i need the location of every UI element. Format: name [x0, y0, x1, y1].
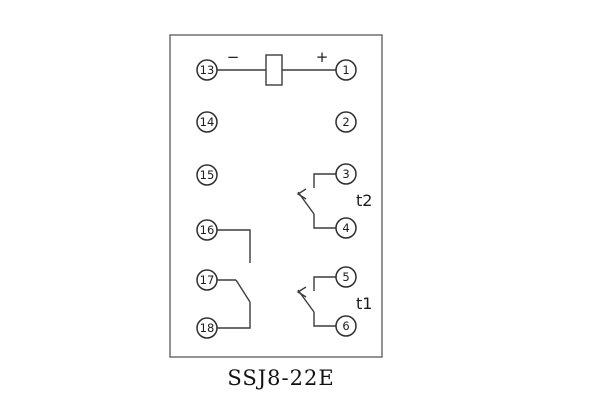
- terminal-column-left: 13 14 15 16 17 18: [196, 59, 218, 339]
- coil-symbol: [265, 54, 283, 86]
- contact-t2-label: t2: [356, 191, 372, 210]
- terminal-column-right: 1 2 3 4 5 6: [335, 59, 357, 337]
- terminal-14-label: 14: [200, 115, 215, 129]
- terminal-5: [335, 266, 357, 288]
- contact-t1-label: t1: [356, 294, 372, 313]
- terminal-17: [196, 269, 218, 291]
- wire-16-fixed-contact: [217, 229, 251, 263]
- terminal-17-label: 17: [200, 273, 215, 287]
- relay-case-outline: [169, 34, 383, 358]
- wire-18-fixed-contact: [217, 302, 251, 329]
- terminal-16-label: 16: [200, 223, 215, 237]
- left-contact-group: [217, 229, 251, 329]
- terminal-2-label: 2: [342, 115, 349, 129]
- contact-arrow-t2-icon: [296, 188, 307, 200]
- polarity-plus-label: +: [316, 48, 329, 66]
- terminal-1-label: 1: [342, 63, 349, 77]
- wire-3-hook: [313, 173, 336, 188]
- terminal-4: [335, 217, 357, 239]
- terminal-3-label: 3: [342, 167, 349, 181]
- terminal-2: [335, 111, 357, 133]
- contact-t2: t2: [296, 173, 372, 229]
- coil-circuit: − +: [217, 48, 336, 86]
- terminal-6: [335, 315, 357, 337]
- terminal-13-label: 13: [200, 63, 215, 77]
- terminal-5-label: 5: [342, 270, 349, 284]
- terminal-13: [196, 59, 218, 81]
- model-caption: SSJ8-22E: [227, 366, 334, 390]
- terminal-3: [335, 163, 357, 185]
- wire-5-hook: [313, 276, 336, 291]
- wire-4-hook: [313, 214, 336, 229]
- terminal-15-label: 15: [200, 168, 215, 182]
- terminal-16: [196, 219, 218, 241]
- contact-t1: t1: [296, 276, 372, 327]
- terminal-1: [335, 59, 357, 81]
- terminal-18-label: 18: [200, 321, 215, 335]
- polarity-minus-label: −: [227, 48, 240, 66]
- terminal-18: [196, 317, 218, 339]
- terminal-15: [196, 164, 218, 186]
- contact-arrow-t1-icon: [296, 286, 307, 298]
- terminal-4-label: 4: [342, 221, 349, 235]
- contact-arm-17: [235, 279, 251, 303]
- terminal-6-label: 6: [342, 319, 349, 333]
- terminal-14: [196, 111, 218, 133]
- wire-6-hook: [313, 312, 336, 327]
